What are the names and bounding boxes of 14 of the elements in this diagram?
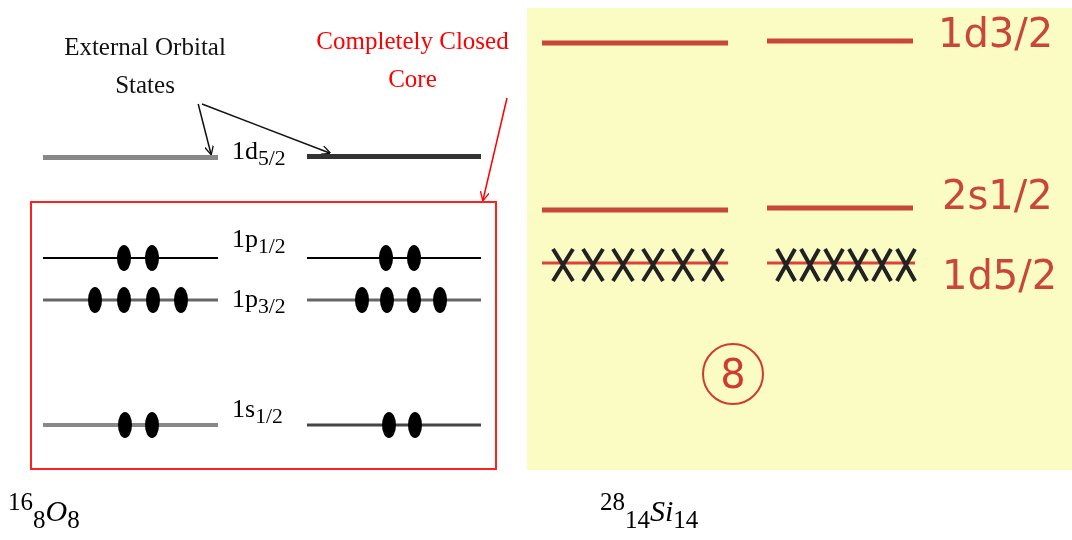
leader-arrow xyxy=(197,103,215,156)
annotation-text: Completely Closed Core xyxy=(300,22,525,102)
level-label: 1d$_{5/2}$ xyxy=(232,136,286,172)
leader-arrow xyxy=(479,97,508,202)
level-label: 1d3/2 xyxy=(938,10,1054,56)
callout-number: 8 xyxy=(702,343,764,405)
leader-arrow xyxy=(201,103,332,155)
level-label: 1p$_{3/2}$ xyxy=(232,284,286,320)
annotation-text: External Orbital States xyxy=(50,28,240,108)
core-box xyxy=(30,201,497,470)
level-label: 1p$_{1/2}$ xyxy=(232,224,286,260)
level-label: 1s$_{1/2}$ xyxy=(232,394,283,430)
level-label: 1d5/2 xyxy=(942,252,1058,298)
level-label: 2s1/2 xyxy=(942,172,1053,218)
